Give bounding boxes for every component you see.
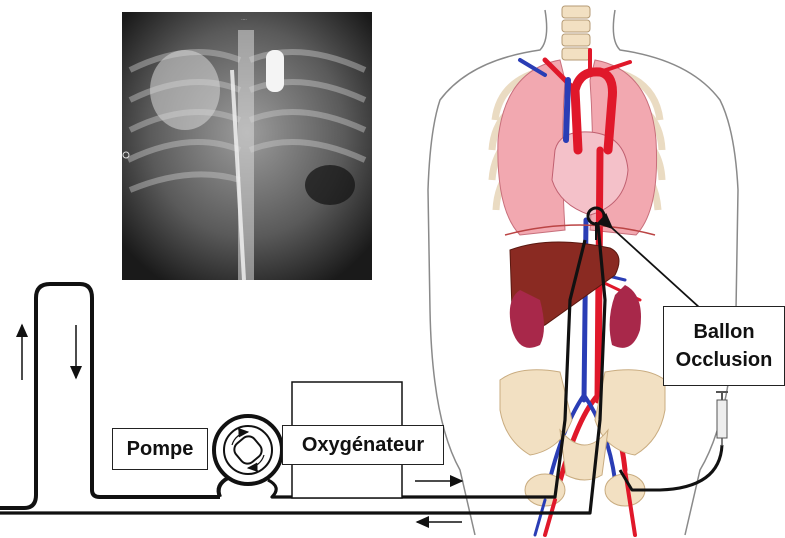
oxygenator-label: Oxygénateur <box>282 425 444 465</box>
kidney-left <box>610 285 641 348</box>
xray-image: .... <box>122 12 372 280</box>
pump <box>214 416 282 484</box>
syringe-icon <box>716 392 728 446</box>
balloon-occlusion-label: Ballon Occlusion <box>663 306 785 386</box>
xray-caption: .... <box>241 16 247 22</box>
spine <box>562 6 590 60</box>
balloon-label-line2: Occlusion <box>676 346 773 374</box>
balloon-label-line1: Ballon <box>693 318 754 346</box>
pump-label: Pompe <box>112 428 208 470</box>
